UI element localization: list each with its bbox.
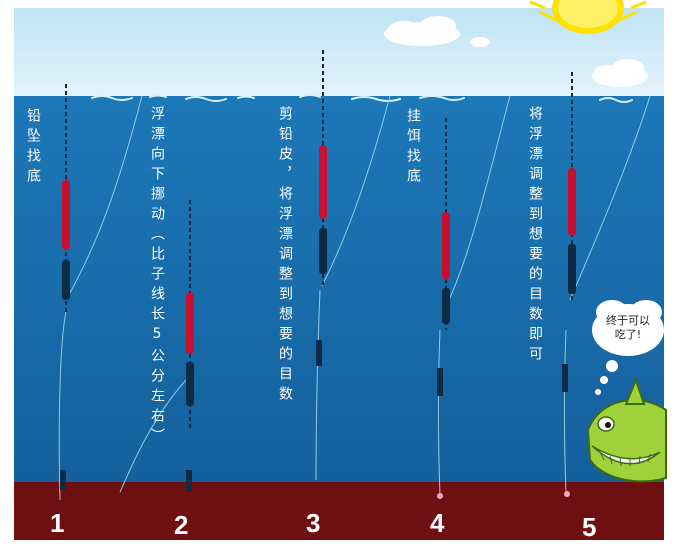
sun-icon xyxy=(529,0,647,34)
fish-icon xyxy=(586,377,667,483)
float-2 xyxy=(186,200,194,492)
step-1-instruction: 铅坠找底 xyxy=(25,108,41,188)
step-3-instruction: 剪铅皮，将浮漂调整到想要的目数 xyxy=(277,106,293,406)
step-3-number: 3 xyxy=(306,508,321,538)
step-2-number: 2 xyxy=(174,510,189,540)
riverbed xyxy=(14,482,664,540)
float-4 xyxy=(437,118,450,499)
thought-bubble xyxy=(592,300,664,395)
step-4-instruction: 挂饵找底 xyxy=(405,108,421,188)
step-2-instruction: 浮漂向下挪动（比子线长5公分左右） xyxy=(149,106,165,448)
float-3 xyxy=(316,50,327,366)
cloud-icon xyxy=(592,59,648,87)
float-5 xyxy=(562,72,576,497)
cloud-icon xyxy=(384,16,490,47)
fish-speech-text: 终于可以吃了! xyxy=(606,314,650,341)
sky xyxy=(14,8,664,96)
water xyxy=(14,96,664,482)
step-4-number: 4 xyxy=(430,508,445,538)
float-1 xyxy=(60,84,70,490)
step-5-instruction: 将浮漂调整到想要的目数即可 xyxy=(527,106,543,366)
step-5-number: 5 xyxy=(582,512,597,542)
step-1-number: 1 xyxy=(50,508,65,538)
water-surface-ripples xyxy=(91,94,633,103)
fishing-line xyxy=(58,95,651,501)
